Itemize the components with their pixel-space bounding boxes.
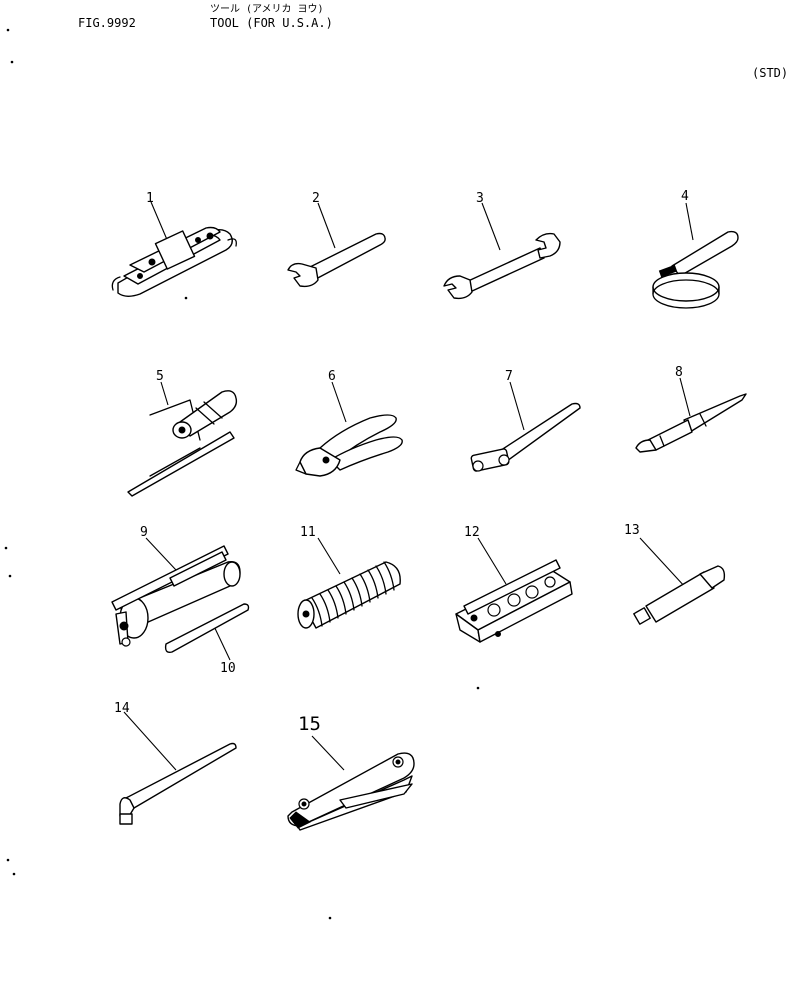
callout-10: 10 xyxy=(220,661,236,676)
callout-8: 8 xyxy=(675,365,683,380)
tool-2-open-end-wrench xyxy=(287,202,386,288)
tool-4-filter-wrench xyxy=(652,202,739,309)
tool-10-nozzle xyxy=(164,603,250,661)
callout-6: 6 xyxy=(328,369,336,384)
tool-3-double-wrench xyxy=(443,202,561,300)
callout-4: 4 xyxy=(681,189,689,204)
callout-1: 1 xyxy=(146,191,154,206)
tool-14-l-wrench xyxy=(119,711,237,825)
callout-9: 9 xyxy=(140,525,148,540)
callout-5: 5 xyxy=(156,369,164,384)
tool-15-feeler-gauge xyxy=(287,735,415,831)
tool-12-socket-case xyxy=(455,537,573,643)
scan-specks xyxy=(4,28,480,920)
tool-8-pen-tool xyxy=(635,377,747,453)
callout-14: 14 xyxy=(114,701,130,716)
callout-11: 11 xyxy=(300,525,316,540)
std-label: (STD) xyxy=(752,66,789,80)
tool-7-t-wrench xyxy=(470,381,581,472)
callout-12: 12 xyxy=(464,525,480,540)
callout-3: 3 xyxy=(476,191,484,206)
title-japanese: ツール (アメリカ ヨウ) xyxy=(210,4,324,15)
diagram-title: TOOL (FOR U.S.A.) xyxy=(210,16,333,30)
callout-7: 7 xyxy=(505,369,513,384)
callout-2: 2 xyxy=(312,191,320,206)
figure-number: FIG.9992 xyxy=(78,16,136,30)
tool-11-spring xyxy=(297,537,401,629)
callout-13: 13 xyxy=(624,523,640,538)
tool-13-extension-bar xyxy=(633,537,726,625)
tool-1-wrench-set xyxy=(111,201,237,297)
tool-5-screwdriver-set xyxy=(127,381,238,497)
tool-6-pliers xyxy=(295,381,403,477)
callout-15: 15 xyxy=(298,713,321,735)
tool-9-grease-gun xyxy=(111,537,241,647)
